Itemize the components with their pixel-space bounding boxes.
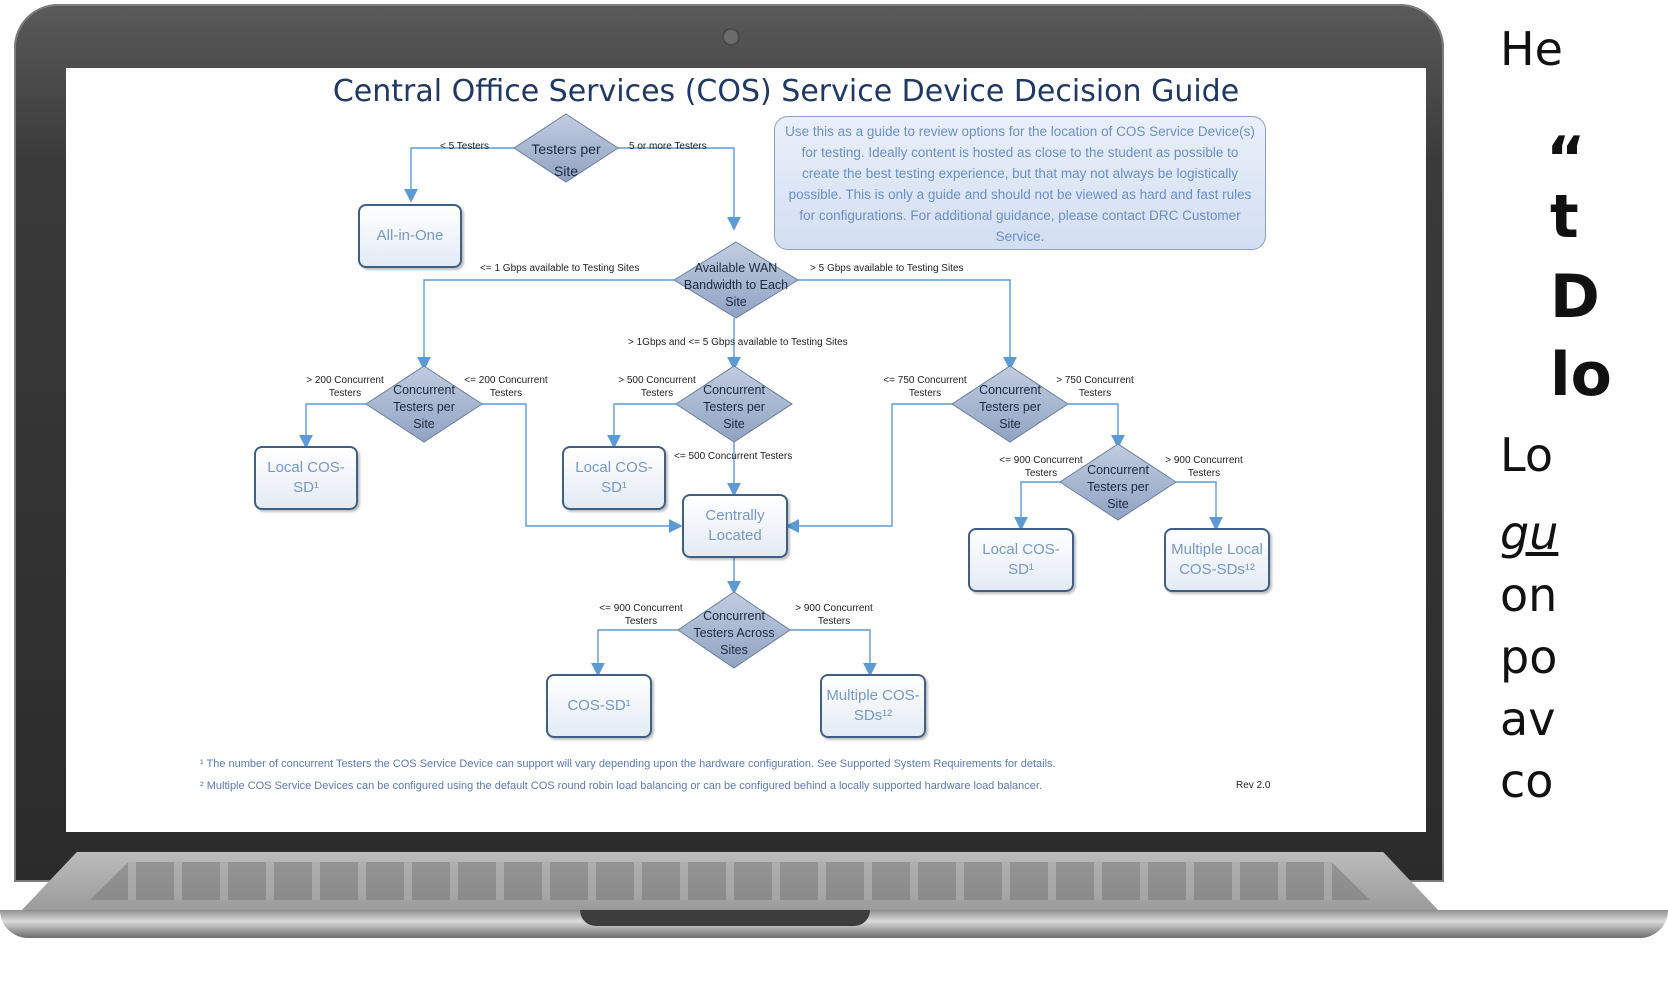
edge-label-le200: <= 200 Concurrent Testers (464, 375, 548, 399)
revision-label: Rev 2.0 (1236, 780, 1271, 791)
edge-label-le900-across: <= 900 Concurrent Testers (599, 603, 683, 627)
diamond-label-testers: Testers per Site (531, 141, 601, 179)
edge-gt900-site (1176, 481, 1223, 531)
side-text-4: D (1550, 262, 1600, 332)
edge-gt750 (1068, 403, 1125, 449)
edge-gt900-across (790, 629, 877, 677)
diamond-right (951, 365, 1069, 443)
diamond-label-mid: Concurrent Testers per Site (703, 383, 765, 431)
side-text-5: lo (1550, 340, 1612, 410)
edge-le200 (482, 403, 683, 533)
box-multiple-local: Multiple Local COS-SDs¹² (1164, 528, 1270, 592)
keyboard (90, 862, 1370, 900)
edge-label-lt5: < 5 Testers (440, 141, 490, 152)
diamond-across (677, 591, 791, 669)
edge-label-gt900-across: > 900 Concurrent Testers (795, 603, 873, 627)
edge-gt5g (798, 279, 1017, 371)
laptop-base (0, 852, 1668, 1000)
flowchart-title: Central Office Services (COS) Service De… (332, 74, 1240, 109)
edge-le900-site (1014, 481, 1062, 531)
edge-label-gt200: > 200 Concurrent Testers (306, 375, 384, 399)
diamond-testers-per-site (513, 113, 619, 183)
box-cos-sd: COS-SD¹ (546, 674, 652, 738)
footnote-2: ² Multiple COS Service Devices can be co… (200, 780, 1043, 792)
edge-ge5 (618, 147, 741, 231)
edge-label-le500: <= 500 Concurrent Testers (674, 451, 793, 462)
guide-note: Use this as a guide to review options fo… (774, 116, 1266, 250)
footnote-1: ¹ The number of concurrent Testers the C… (200, 758, 1056, 770)
side-text-11: co (1500, 754, 1554, 808)
diamond-left (365, 365, 483, 443)
camera-icon (724, 30, 738, 44)
edge-label-le750: <= 750 Concurrent Testers (883, 375, 967, 399)
laptop-lid: Central Office Services (COS) Service De… (14, 4, 1444, 882)
box-centrally-located: Centrally Located (682, 494, 788, 558)
side-text-3: t (1550, 182, 1579, 252)
edge-label-gt750: > 750 Concurrent Testers (1056, 375, 1134, 399)
edge-label-mid: > 1Gbps and <= 5 Gbps available to Testi… (628, 337, 848, 348)
edge-label-ge5: 5 or more Testers (629, 141, 707, 152)
diamond-label-left: Concurrent Testers per Site (393, 383, 455, 431)
edge-label-le900-site: <= 900 Concurrent Testers (999, 455, 1083, 479)
diamond-mid (675, 365, 793, 443)
edge-label-le1g: <= 1 Gbps available to Testing Sites (480, 263, 640, 274)
edge-gt200 (299, 403, 366, 449)
edge-label-gt500: > 500 Concurrent Testers (618, 375, 696, 399)
box-local-mid: Local COS-SD¹ (562, 446, 666, 510)
side-text-1: He (1500, 22, 1563, 76)
flowchart-connectors (299, 113, 1223, 677)
diamond-label-far-right: Concurrent Testers per Site (1087, 463, 1149, 511)
edge-label-gt5g: > 5 Gbps available to Testing Sites (810, 263, 964, 274)
side-text-8: on (1500, 568, 1558, 622)
box-multiple-cos: Multiple COS-SDs¹² (820, 674, 926, 738)
side-text-10: av (1500, 692, 1556, 746)
side-text-6: Lo (1500, 428, 1553, 482)
box-local-right: Local COS-SD¹ (968, 528, 1074, 592)
diamond-label-right: Concurrent Testers per Site (979, 383, 1041, 431)
edge-le1g (417, 279, 674, 371)
edge-label-gt900-site: > 900 Concurrent Testers (1165, 455, 1243, 479)
laptop-screen: Central Office Services (COS) Service De… (66, 68, 1426, 832)
edge-le750 (785, 403, 952, 533)
box-local-left: Local COS-SD¹ (254, 446, 358, 510)
diamond-label-wan: Available WAN Bandwidth to Each Site (683, 261, 789, 309)
side-text-9: po (1500, 630, 1558, 684)
diamond-wan (673, 241, 799, 319)
side-text-2: “ (1546, 124, 1586, 194)
laptop-notch (580, 910, 870, 926)
diamond-label-across: Concurrent Testers Across Sites (693, 609, 775, 657)
edge-lt5 (404, 147, 514, 203)
side-text-7: gu (1500, 506, 1559, 560)
box-all-in-one: All-in-One (358, 204, 462, 268)
edge-gt500 (607, 403, 676, 449)
edge-le900-across (591, 629, 678, 677)
diamond-far-right (1059, 443, 1177, 521)
